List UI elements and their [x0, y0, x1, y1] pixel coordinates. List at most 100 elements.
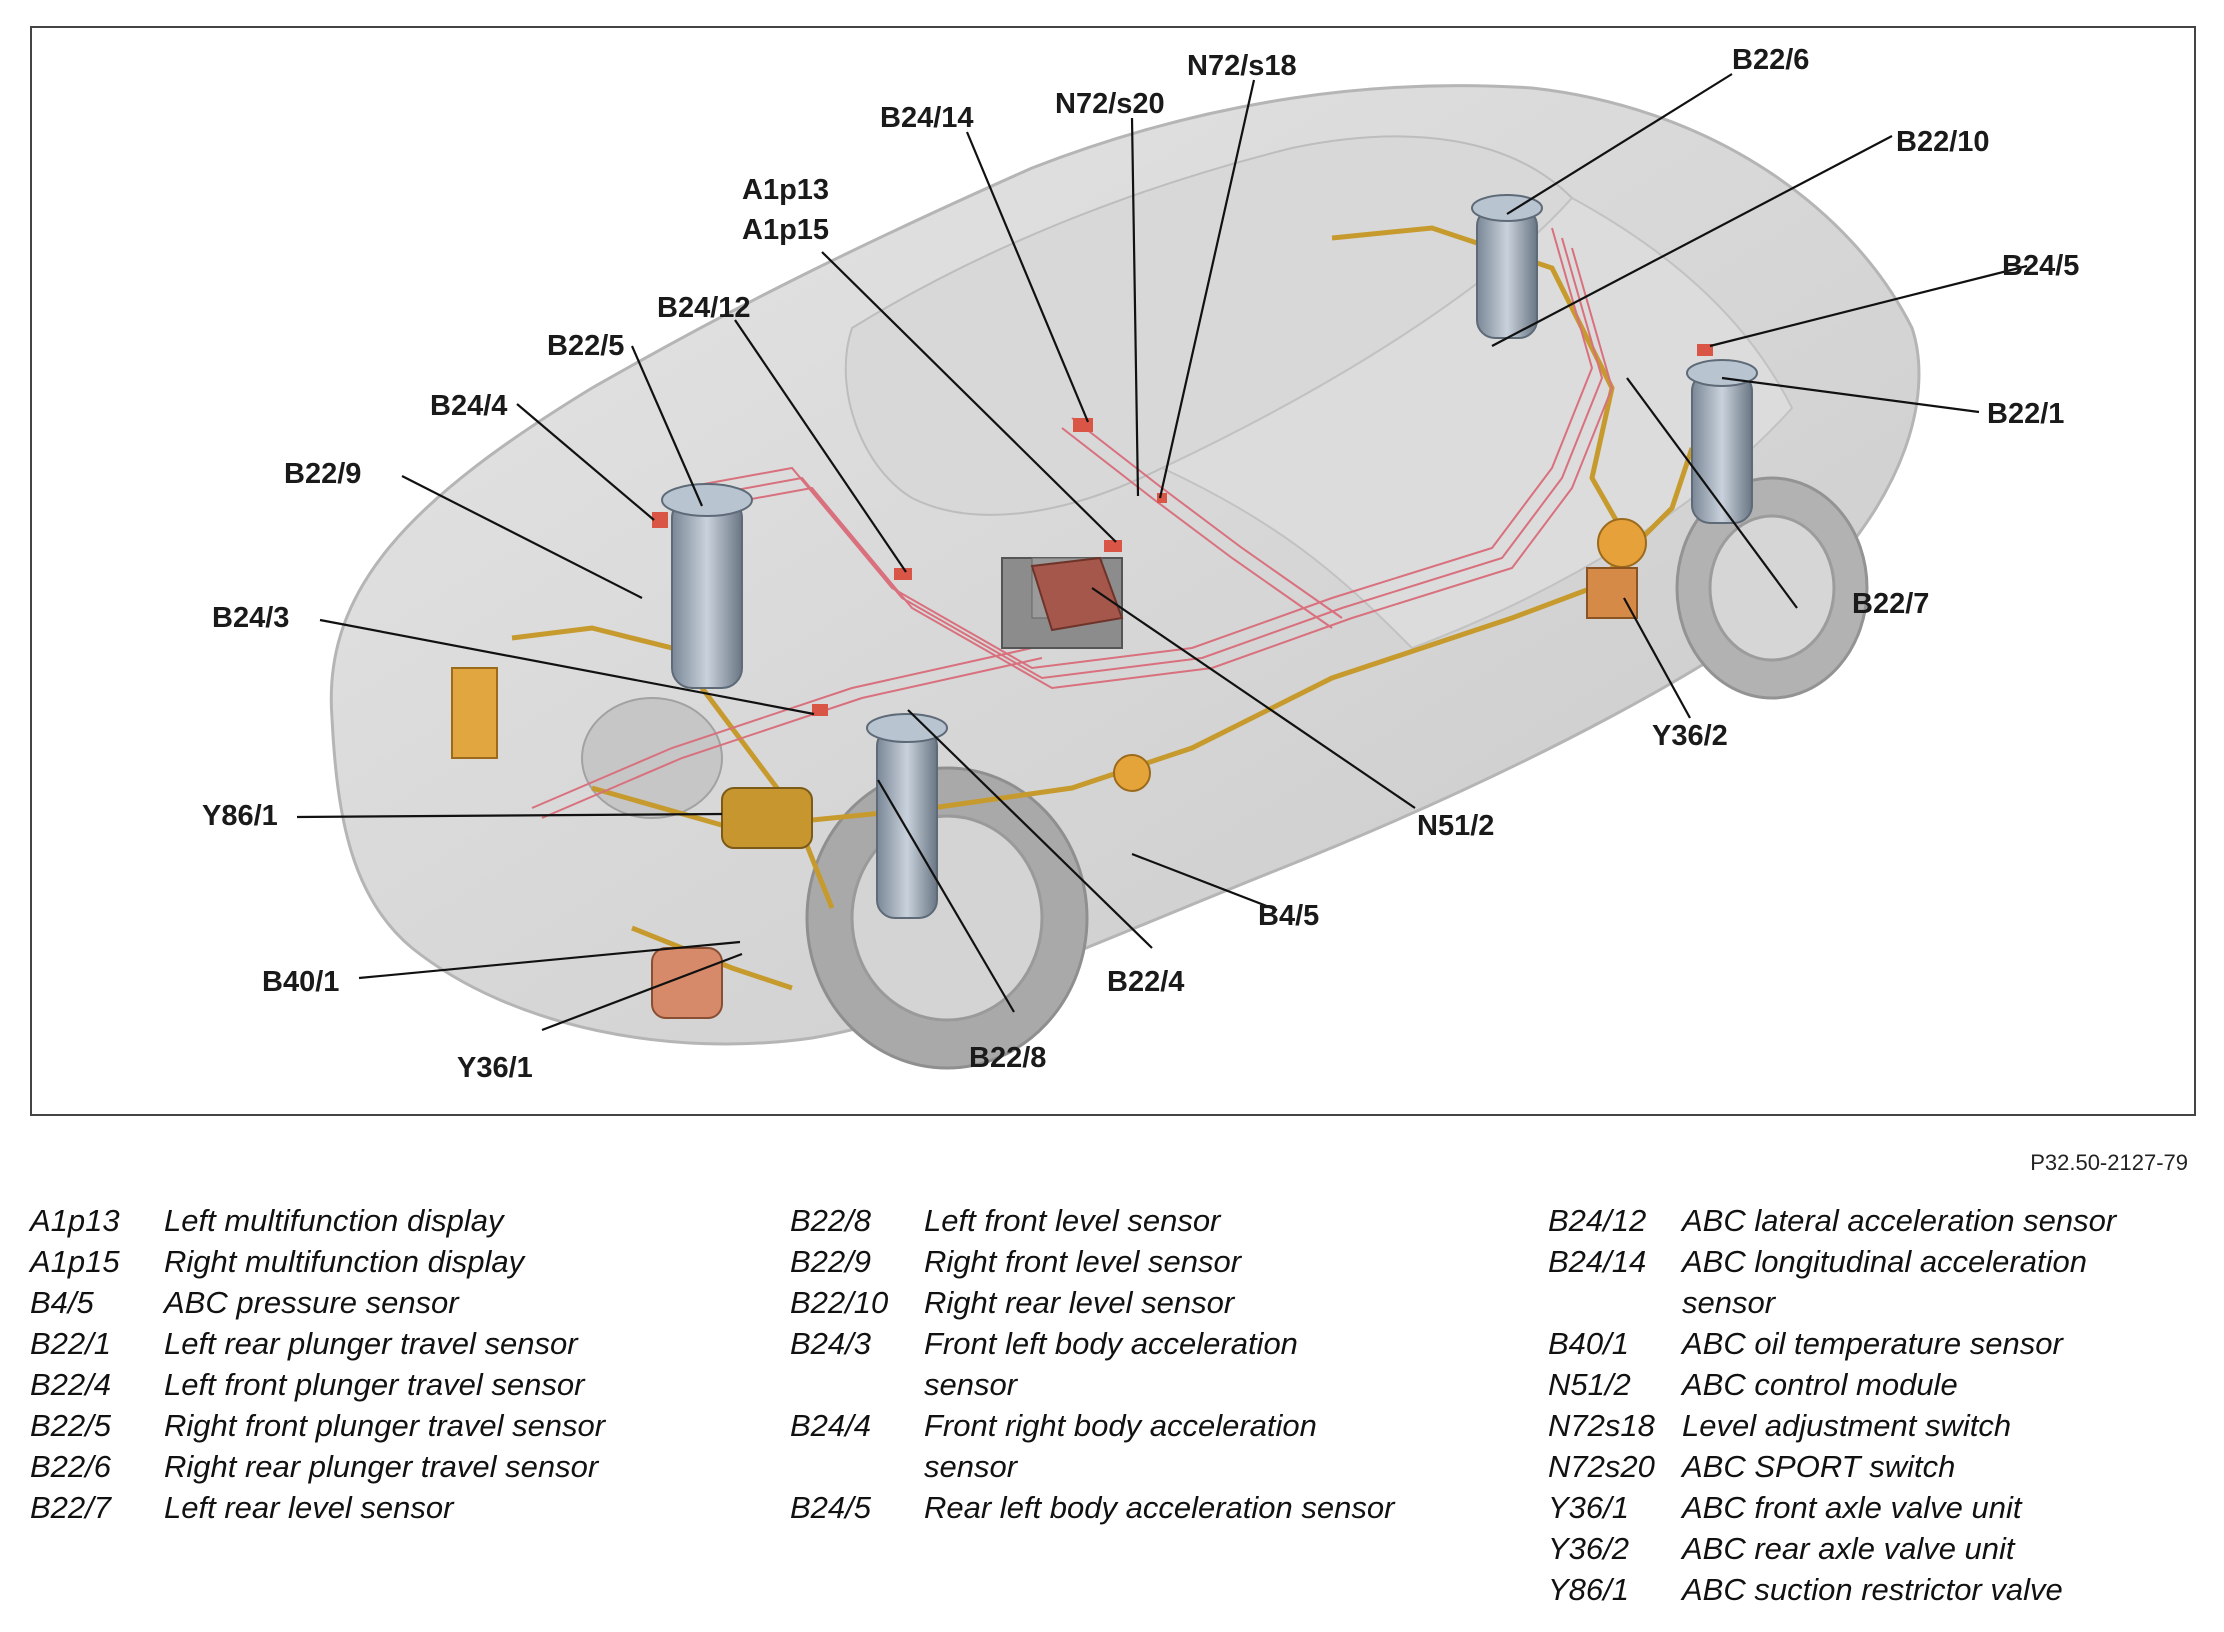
legend-item: A1p15 Right multifunction display: [30, 1241, 605, 1282]
component-location-diagram: B22/6 N72/s18 N72/s20 B24/14 B22/10 A1p1…: [30, 26, 2196, 1116]
legend-code: Y36/1: [1548, 1490, 1630, 1525]
legend-desc: Rear left body acceleration sensor: [924, 1490, 1395, 1525]
legend-item: B22/6 Right rear plunger travel sensor: [30, 1446, 605, 1487]
car-illustration: [296, 73, 2028, 1070]
callout-B22-6: B22/6: [1732, 44, 1810, 76]
legend-code: B24/12: [1548, 1203, 1647, 1238]
callout-B22-7: B22/7: [1852, 588, 1930, 620]
legend-item: B22/9 Right front level sensor: [790, 1241, 1394, 1282]
legend-item: B22/10 Right rear level sensor: [790, 1282, 1394, 1323]
callout-N72-s20: N72/s20: [1055, 88, 1165, 120]
legend-item: Y36/1 ABC front axle valve unit: [1548, 1487, 2116, 1528]
components: [451, 344, 1713, 1019]
front-left-strut: [866, 713, 948, 919]
legend-item: B24/3 Front left body acceleration sensor: [790, 1323, 1394, 1405]
electrical-harness: [531, 227, 1614, 819]
legend-code: N72s18: [1548, 1408, 1655, 1443]
legend-item: N72s20 ABC SPORT switch: [1548, 1446, 2116, 1487]
legend-code: B22/5: [30, 1408, 112, 1443]
callout-B22-1: B22/1: [1987, 398, 2065, 430]
legend-code: B24/5: [790, 1490, 872, 1525]
legend-item: B22/7 Left rear level sensor: [30, 1487, 605, 1528]
legend-item: B22/5 Right front plunger travel sensor: [30, 1405, 605, 1446]
callout-N72-s18: N72/s18: [1187, 50, 1297, 82]
legend-item: N72s18 Level adjustment switch: [1548, 1405, 2116, 1446]
callout-B4-5: B4/5: [1258, 900, 1320, 932]
legend-desc: Right front plunger travel sensor: [164, 1408, 606, 1443]
legend-desc: Front right body acceleration sensor: [924, 1408, 1317, 1484]
legend-item: B24/4 Front right body acceleration senso…: [790, 1405, 1394, 1487]
legend-code: A1p13: [30, 1203, 120, 1238]
legend-code: B4/5: [30, 1285, 94, 1320]
legend-item: Y36/2 ABC rear axle valve unit: [1548, 1528, 2116, 1569]
legend-item: A1p13 Left multifunction display: [30, 1200, 605, 1241]
callout-Y36-1: Y36/1: [457, 1052, 533, 1084]
callout-B22-5: B22/5: [547, 330, 625, 362]
legend-desc: Right front level sensor: [924, 1244, 1242, 1279]
legend-code: B24/14: [1548, 1244, 1647, 1279]
leader-lines: [296, 73, 2028, 1032]
legend-code: B24/3: [790, 1326, 872, 1361]
legend-code: B22/4: [30, 1367, 112, 1402]
figure-code: P32.50-2127-79: [2030, 1150, 2188, 1175]
legend-desc: ABC control module: [1682, 1367, 1958, 1402]
legend-desc: ABC SPORT switch: [1682, 1449, 1956, 1484]
legend-item: Y86/1 ABC suction restrictor valve: [1548, 1569, 2116, 1610]
legend-code: A1p15: [30, 1244, 120, 1279]
legend-code: B24/4: [790, 1408, 872, 1443]
callout-B22-10: B22/10: [1896, 126, 1990, 158]
legend-desc: ABC front axle valve unit: [1682, 1490, 2022, 1525]
legend-desc: ABC rear axle valve unit: [1682, 1531, 2015, 1566]
legend-desc: Right rear plunger travel sensor: [164, 1449, 599, 1484]
front-right-strut: [661, 483, 753, 689]
callout-B24-4: B24/4: [430, 390, 508, 422]
legend-item: B24/14 ABC longitudinal acceleration sens…: [1548, 1241, 2116, 1323]
legend-item: N51/2 ABC control module: [1548, 1364, 2116, 1405]
legend-desc: Right multifunction display: [164, 1244, 525, 1279]
legend-desc: Left rear plunger travel sensor: [164, 1326, 578, 1361]
legend-column-3: B24/12 ABC lateral acceleration sensor B2…: [1548, 1200, 2116, 1610]
callout-B24-3: B24/3: [212, 602, 290, 634]
callout-Y36-2: Y36/2: [1652, 720, 1728, 752]
legend-code: B22/8: [790, 1203, 872, 1238]
callout-B22-9: B22/9: [284, 458, 362, 490]
legend-item: B40/1 ABC oil temperature sensor: [1548, 1323, 2116, 1364]
callout-B24-12: B24/12: [657, 292, 751, 324]
legend-desc: ABC pressure sensor: [164, 1285, 459, 1320]
legend-desc: Level adjustment switch: [1682, 1408, 2012, 1443]
legend-item: B4/5 ABC pressure sensor: [30, 1282, 605, 1323]
legend-code: B22/1: [30, 1326, 112, 1361]
legend-item: B24/12 ABC lateral acceleration sensor: [1548, 1200, 2116, 1241]
legend-item: B22/8 Left front level sensor: [790, 1200, 1394, 1241]
legend-desc: Front left body acceleration sensor: [924, 1326, 1298, 1402]
callout-B22-4: B22/4: [1107, 966, 1185, 998]
callout-B24-5: B24/5: [2002, 250, 2080, 282]
legend-desc: Left front level sensor: [924, 1203, 1221, 1238]
legend-code: N72s20: [1548, 1449, 1655, 1484]
legend-desc: Left front plunger travel sensor: [164, 1367, 585, 1402]
callout-N51-2: N51/2: [1417, 810, 1495, 842]
legend-code: Y36/2: [1548, 1531, 1630, 1566]
legend-code: B22/7: [30, 1490, 112, 1525]
legend-code: B40/1: [1548, 1326, 1630, 1361]
callout-B22-8: B22/8: [969, 1042, 1047, 1074]
legend-desc: ABC lateral acceleration sensor: [1682, 1203, 2117, 1238]
legend-desc: Left multifunction display: [164, 1203, 504, 1238]
legend-code: Y86/1: [1548, 1572, 1630, 1607]
legend-desc: Right rear level sensor: [924, 1285, 1235, 1320]
legend-desc: ABC suction restrictor valve: [1682, 1572, 2063, 1607]
legend-desc: ABC oil temperature sensor: [1682, 1326, 2063, 1361]
legend-desc: ABC longitudinal acceleration sensor: [1682, 1244, 2087, 1320]
callout-A1p13-A1p15: A1p13 A1p15: [742, 174, 830, 246]
legend-code: B22/9: [790, 1244, 872, 1279]
legend-code: N51/2: [1548, 1367, 1631, 1402]
callout-Y86-1: Y86/1: [202, 800, 278, 832]
legend-item: B22/1 Left rear plunger travel sensor: [30, 1323, 605, 1364]
legend-code: B22/10: [790, 1285, 889, 1320]
rear-right-strut: [1471, 194, 1543, 339]
legend-code: B22/6: [30, 1449, 112, 1484]
legend-desc: Left rear level sensor: [164, 1490, 454, 1525]
rear-left-strut: [1686, 359, 1758, 524]
